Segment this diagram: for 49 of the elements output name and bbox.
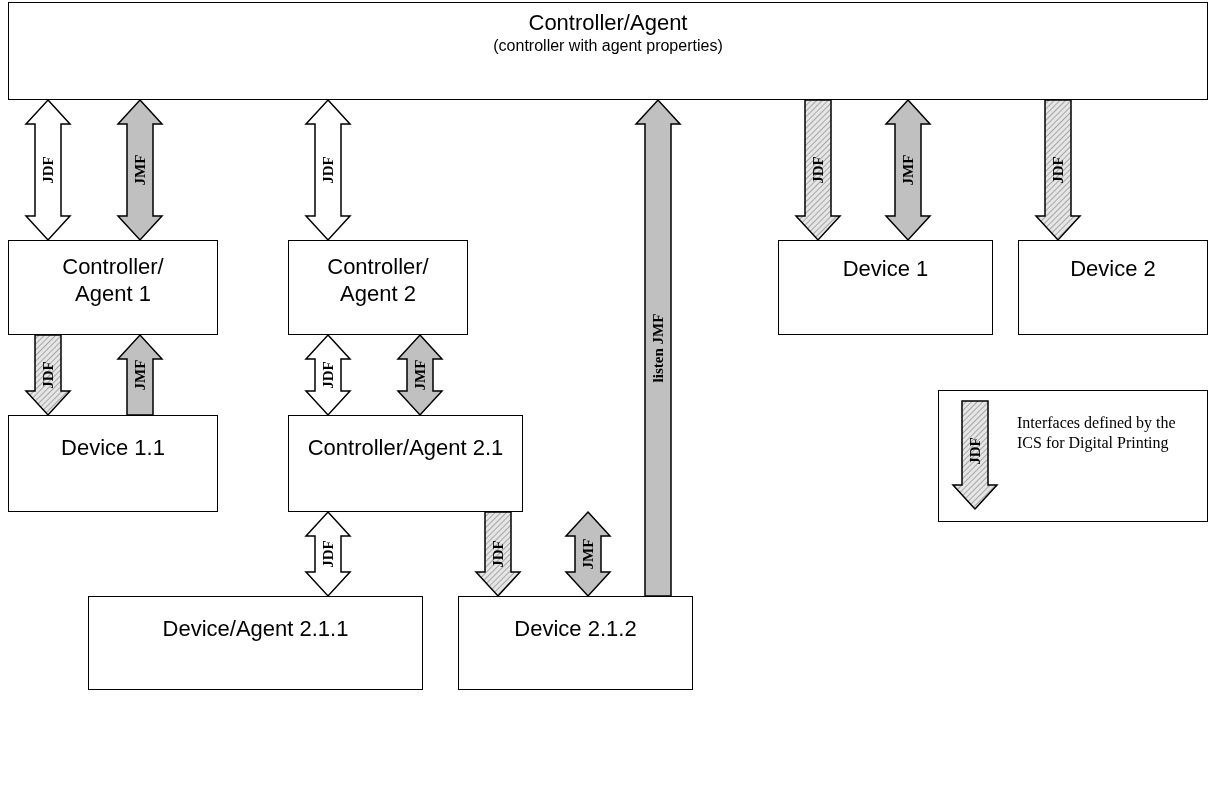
process-box: [288, 240, 468, 335]
process-box: [778, 240, 993, 335]
double-arrow: [24, 98, 72, 242]
node-title: Device 1: [842, 255, 929, 282]
process-box: [458, 596, 693, 690]
process-box: [288, 415, 523, 512]
edge-label: JMF: [900, 154, 916, 186]
double-arrow: [304, 333, 352, 417]
process-box: [8, 2, 1208, 100]
double-arrow: [304, 510, 352, 598]
node-title: Controller/ Agent 2: [326, 253, 430, 307]
arrow-label: JDF: [967, 437, 983, 465]
block-arrow: [474, 511, 522, 598]
double-arrow: [304, 98, 352, 242]
edge-label: JMF: [132, 359, 148, 391]
edge-label: JDF: [40, 361, 56, 389]
block-arrow: [116, 333, 164, 416]
node-title: Device/Agent 2.1.1: [162, 615, 349, 642]
legend-text: Interfaces defined by the ICS for Digital Printing: [1017, 413, 1177, 453]
double-arrow: [396, 333, 444, 417]
double-arrow: [884, 98, 932, 242]
node-title: Device 2.1.2: [514, 615, 637, 642]
node-title: Device 2: [1070, 255, 1156, 282]
edge-label: JMF: [580, 538, 596, 570]
edge-label: listen JMF: [650, 313, 666, 383]
double-arrow: [116, 98, 164, 242]
block-arrow: [24, 334, 72, 417]
edge-label: JDF: [40, 156, 56, 184]
edge-label: JMF: [132, 154, 148, 186]
edge-label: JDF: [320, 156, 336, 184]
process-box: [8, 240, 218, 335]
edge-label: JDF: [320, 361, 336, 389]
edge-label: JDF: [320, 540, 336, 568]
node-title: Device 1.1: [61, 434, 165, 461]
process-box: [8, 415, 218, 512]
block-arrow: [634, 98, 682, 597]
edge-label: JDF: [1050, 156, 1066, 184]
node-title: Controller/Agent 2.1: [307, 434, 504, 461]
double-arrow: [564, 510, 612, 598]
edge-label: JDF: [490, 540, 506, 568]
edge-label: JMF: [412, 359, 428, 391]
block-arrow: [1034, 99, 1082, 242]
block-arrow: [794, 99, 842, 242]
node-subtitle: (controller with agent properties): [493, 36, 723, 56]
process-box: [1018, 240, 1208, 335]
process-box: [88, 596, 423, 690]
node-title: Controller/ Agent 1: [61, 253, 165, 307]
node-title: Controller/Agent: [528, 9, 688, 36]
edge-label: JDF: [810, 156, 826, 184]
